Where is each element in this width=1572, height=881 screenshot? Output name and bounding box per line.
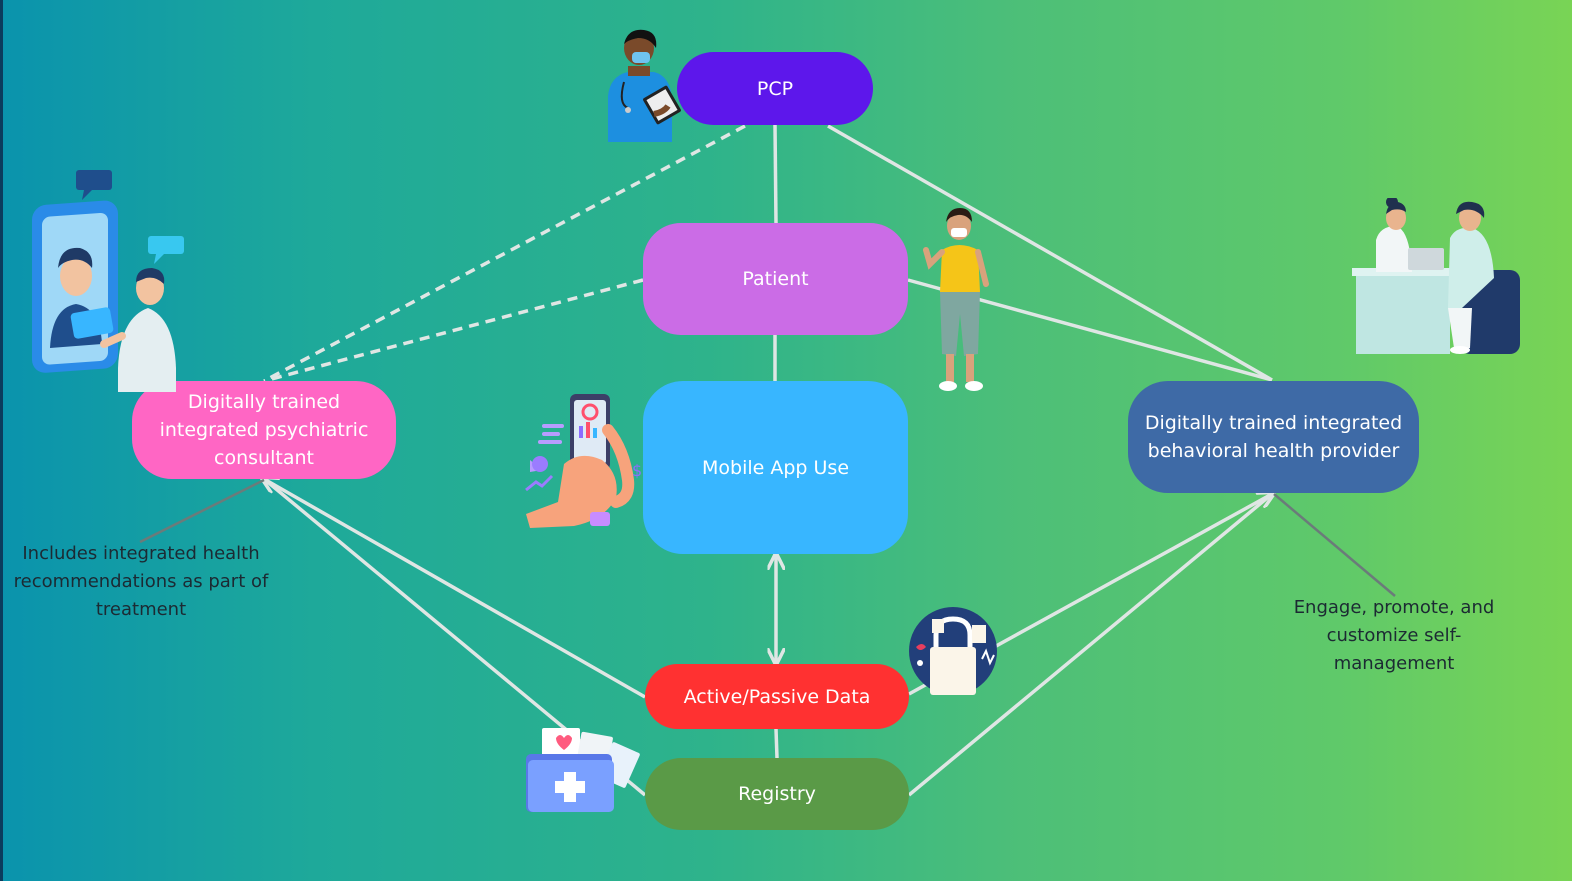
two-people-at-desk-icon [1352, 198, 1520, 354]
woman-in-mask-icon [923, 208, 989, 391]
connector-data-psych [264, 479, 646, 699]
leader-line-psych [139, 478, 265, 544]
secure-data-lock-icon [909, 607, 997, 695]
annotation-behavioral-health-provider: Engage, promote, and customize self-mana… [1293, 597, 1495, 674]
leader-line-bhp [1273, 493, 1396, 597]
hand-holding-phone-icon: $ [525, 394, 642, 528]
node-behavioral-health-provider: Digitally trained integrated behavioral … [1128, 381, 1419, 493]
connector-data-registry [774, 728, 779, 759]
annotation-psychiatric-consultant: Includes integrated health recommendatio… [13, 543, 269, 620]
node-mobile-app-use: Mobile App Use [643, 381, 908, 554]
node-active-passive-data: Active/Passive Data [645, 664, 909, 729]
svg-text:$: $ [632, 461, 642, 480]
left-edge-border [0, 0, 3, 881]
connector-pcp-patient [773, 124, 778, 224]
nurse-with-clipboard-icon [608, 29, 681, 142]
connector-registry-bhp [907, 492, 1274, 797]
dashed-connector-pcp-psych [263, 124, 746, 383]
node-pcp: PCP [677, 52, 873, 125]
medical-folder-icon [526, 728, 640, 812]
dashed-connector-patient-psych [263, 278, 644, 383]
telehealth-video-call-icon [32, 170, 184, 392]
node-registry: Registry [645, 758, 909, 830]
node-patient: Patient [643, 223, 908, 335]
node-psychiatric-consultant: Digitally trained integrated psychiatric… [132, 381, 396, 479]
connector-pcp-bhp [827, 124, 1273, 382]
